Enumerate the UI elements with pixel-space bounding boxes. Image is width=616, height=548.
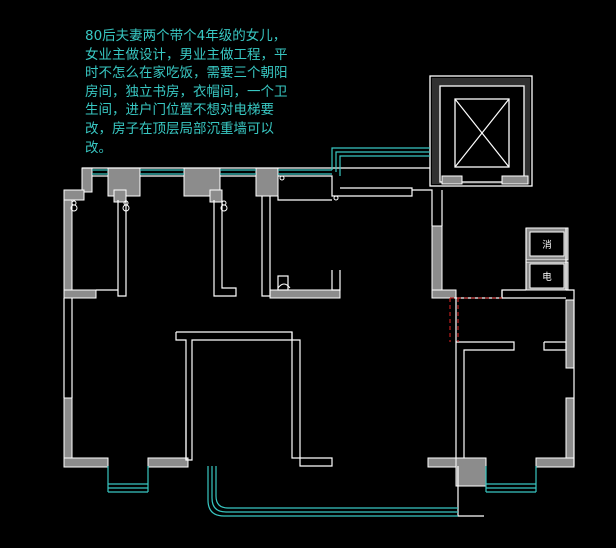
fire-hydrant-box: 消 [529, 231, 565, 257]
vent-markers [70, 175, 339, 212]
electric-box: 电 [529, 263, 565, 289]
note-line: 生间，进户门位置不想对电梯要 [85, 102, 274, 119]
door-arc-icon [277, 283, 291, 289]
note-line: 女业主做设计，男业主做工程，平 [85, 46, 288, 63]
requirement-note: 80后夫妻两个带个4年级的女儿， 女业主做设计，男业主做工程，平 时不怎么在家吃… [85, 27, 315, 157]
demolition-marks [449, 297, 502, 342]
fire-hydrant-label: 消 [542, 239, 552, 251]
elevator-cross-icon [454, 98, 510, 168]
note-line: 房间，独立书房，衣帽间，一个卫 [85, 83, 288, 100]
electric-box-label: 电 [542, 271, 552, 283]
note-line: 改，房子在顶层局部沉重墙可以 [85, 120, 274, 137]
note-line: 改。 [85, 139, 112, 156]
elevator-shaft [429, 75, 533, 187]
note-line: 时不怎么在家吃饭，需要三个朝阳 [85, 65, 288, 82]
exterior-walls [63, 167, 575, 487]
windows [92, 147, 537, 517]
note-line: 80后夫妻两个带个4年级的女儿， [85, 28, 287, 44]
interior-walls [63, 167, 575, 517]
